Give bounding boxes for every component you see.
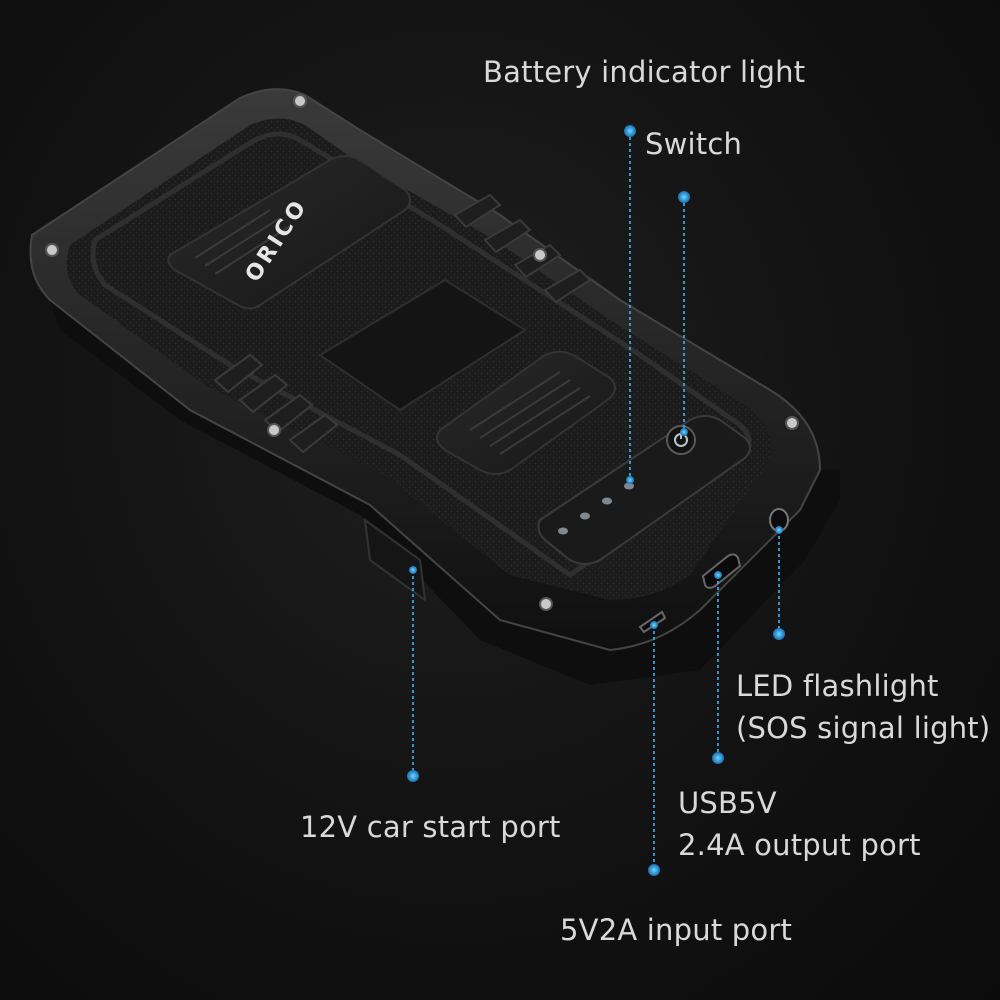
raised-frame <box>90 131 752 579</box>
dot-input <box>648 864 660 876</box>
dot-usb <box>712 752 724 764</box>
input-port-label: 5V2A input port <box>560 913 793 947</box>
power-bank-device <box>29 88 840 685</box>
control-panel <box>537 415 751 565</box>
button-plate-ridges <box>469 371 591 455</box>
usb-output-port <box>701 553 742 589</box>
callout-lines <box>412 131 780 870</box>
dot-led <box>773 628 785 640</box>
led-flashlight-line2: (SOS signal light) <box>736 711 991 746</box>
dot-switch <box>678 191 690 203</box>
battery-indicator-label: Battery indicator light <box>483 55 806 89</box>
side-grip-ribs <box>213 193 592 454</box>
logo-plate-ridges <box>194 209 291 275</box>
callout-dots <box>407 125 785 876</box>
dot-car-start <box>407 770 419 782</box>
led-flashlight-line1: LED flashlight <box>736 669 939 703</box>
led-flashlight-label: LED flashlight (SOS signal light) <box>736 665 990 749</box>
center-label <box>318 278 527 412</box>
logo-plate <box>167 155 411 310</box>
usb-output-line2: 2.4A output port <box>678 828 921 863</box>
corner-screws <box>45 94 799 611</box>
usb-output-line1: USB5V <box>678 786 777 820</box>
car-start-port <box>363 517 427 603</box>
battery-indicator-leds <box>558 482 634 535</box>
car-start-port-label: 12V car start port <box>300 810 561 844</box>
dot-battery-indicator <box>624 125 636 137</box>
switch-label: Switch <box>645 127 743 161</box>
button-plate <box>435 350 616 475</box>
usb-output-label: USB5V 2.4A output port <box>678 782 921 866</box>
